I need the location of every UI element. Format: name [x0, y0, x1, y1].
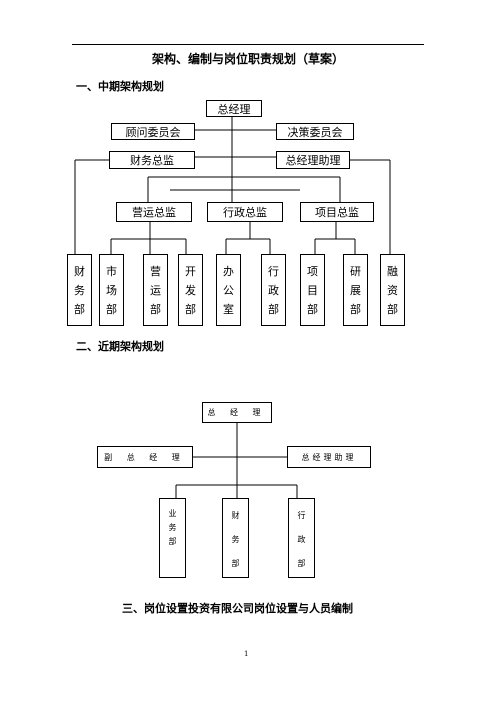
dept-char: 部: [268, 303, 279, 317]
dept-char: 行: [297, 511, 306, 520]
dept-char: 财: [74, 264, 85, 278]
finance-director-box: 财务总监: [109, 151, 195, 169]
dept-char: 务: [168, 523, 177, 532]
dept-char: 部: [74, 303, 85, 317]
dept-char: 研: [350, 264, 361, 278]
dept-char: 部: [106, 303, 117, 317]
dept-char: 展: [350, 283, 361, 297]
dept-char: 行: [268, 264, 279, 278]
dept-financing: 融 资 部: [380, 254, 405, 326]
dept-char: 政: [297, 535, 306, 544]
dept-char: 营: [150, 264, 161, 278]
dept-char: 务: [231, 535, 240, 544]
gm-assistant-box: 总经理助理: [287, 446, 371, 468]
dept-char: 办: [223, 264, 234, 278]
dept-char: 公: [223, 283, 234, 297]
dept-char: 部: [350, 303, 361, 317]
section-heading-positions: 三、岗位设置投资有限公司岗位设置与人员编制: [122, 602, 353, 615]
dept-char: 融: [387, 264, 398, 278]
dept-char: 开: [185, 264, 196, 278]
dept-project: 项 目 部: [300, 254, 325, 326]
near-dept-finance: 财 务 部: [222, 498, 249, 578]
deputy-gm-box: 副 总 经 理: [97, 446, 193, 468]
dept-char: 室: [223, 303, 234, 317]
dept-char: 场: [106, 283, 117, 297]
decision-committee-box: 决策委员会: [276, 123, 354, 140]
page-number: 1: [244, 650, 249, 658]
dept-char: 运: [150, 283, 161, 297]
advisory-committee-box: 顾问委员会: [111, 123, 195, 140]
dept-char: 部: [307, 303, 318, 317]
dept-char: 目: [307, 283, 318, 297]
near-dept-admin: 行 政 部: [288, 498, 315, 578]
admin-director-box: 行政总监: [207, 202, 283, 222]
dept-char: 市: [106, 264, 117, 278]
dept-char: 部: [297, 559, 306, 568]
dept-operations: 营 运 部: [143, 254, 168, 326]
dept-char: 部: [150, 303, 161, 317]
dept-administration: 行 政 部: [261, 254, 286, 326]
top-rule: [72, 44, 424, 45]
dept-char: 务: [74, 283, 85, 297]
dept-char: 发: [185, 283, 196, 297]
dept-char: 部: [185, 303, 196, 317]
dept-char: 部: [231, 559, 240, 568]
dept-finance: 财 务 部: [67, 254, 92, 326]
near-ceo-box: 总 经 理: [202, 402, 272, 423]
ceo-box: 总经理: [206, 100, 262, 117]
dept-marketing: 市 场 部: [99, 254, 124, 326]
dept-office: 办 公 室: [216, 254, 241, 326]
dept-research: 研 展 部: [343, 254, 368, 326]
dept-char: 政: [268, 283, 279, 297]
dept-char: 资: [387, 283, 398, 297]
dept-char: 财: [231, 511, 240, 520]
section-heading-mid-term: 一、中期架构规划: [76, 80, 164, 93]
dept-development: 开 发 部: [178, 254, 203, 326]
ceo-assistant-box: 总经理助理: [276, 151, 350, 169]
operations-director-box: 营运总监: [116, 202, 192, 222]
dept-char: 部: [387, 303, 398, 317]
dept-char: 业: [168, 509, 177, 518]
section-heading-near-term: 二、近期架构规划: [76, 340, 164, 353]
near-dept-business: 业 务 部: [159, 498, 186, 578]
project-director-box: 项目总监: [300, 202, 374, 222]
document-title: 架构、编制与岗位职责规划（草案）: [151, 52, 344, 66]
dept-char: 项: [307, 264, 318, 278]
dept-char: 部: [168, 537, 177, 546]
